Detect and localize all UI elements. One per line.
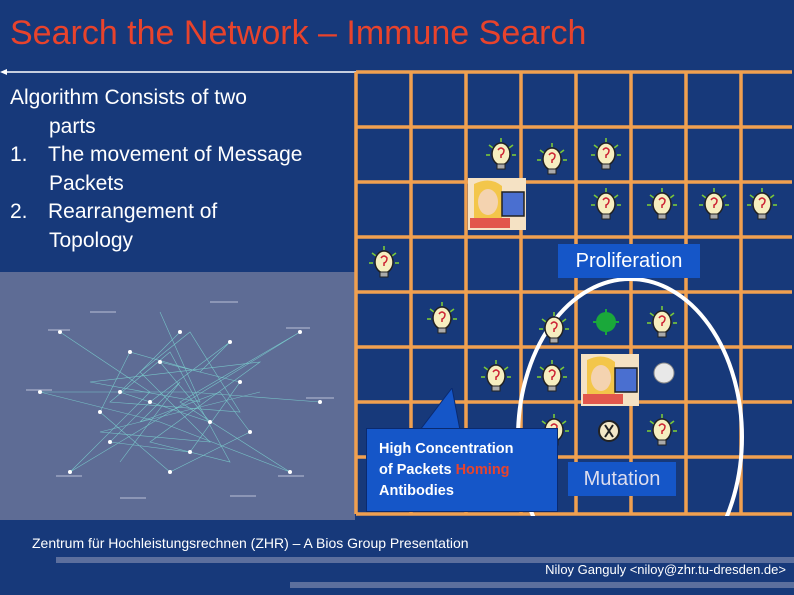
antibody-white-icon	[653, 362, 675, 384]
network-graph-image	[0, 272, 355, 520]
lightbulb-icon	[591, 188, 621, 220]
lightbulb-icon	[647, 414, 677, 446]
bullet-number: 1.	[10, 143, 28, 166]
intro-line: Algorithm Consists of two	[10, 86, 247, 109]
lightbulb-icon	[537, 360, 567, 392]
callout-line: Antibodies	[379, 483, 454, 499]
bullet-text: Rearrangement of	[48, 200, 218, 223]
lightbulb-icon	[537, 143, 567, 175]
person-at-computer-icon	[581, 354, 639, 406]
antibody-dark-icon	[598, 420, 620, 442]
footer-org: Zentrum für Hochleistungsrechnen (ZHR) –…	[32, 535, 469, 551]
footer-author: Niloy Ganguly <niloy@zhr.tu-dresden.de>	[545, 562, 786, 577]
antibody-green-icon	[593, 309, 619, 335]
lightbulb-icon	[591, 138, 621, 170]
bullet-text-cont: Topology	[49, 228, 134, 252]
bullet-text-cont: Packets	[49, 171, 124, 195]
lightbulb-icon	[369, 246, 399, 278]
bullet-item-1: 1. The movement of Message	[10, 141, 355, 170]
callout-highlight: Homing	[455, 462, 510, 478]
bullet-item-2: 2. Rearrangement of	[10, 198, 355, 227]
lightbulb-icon	[486, 138, 516, 170]
bullet-number: 2.	[10, 200, 28, 223]
lightbulb-icon	[539, 312, 569, 344]
footer-bar	[56, 557, 794, 563]
footer-bar	[290, 582, 794, 588]
lightbulb-icon	[647, 306, 677, 338]
callout-text: of Packets	[379, 462, 456, 478]
callout-line: High Concentration	[379, 441, 514, 457]
proliferation-label: Proliferation	[558, 244, 700, 278]
lightbulb-icon	[647, 188, 677, 220]
callout-line: of Packets Homing	[379, 460, 557, 481]
slide-title: Search the Network – Immune Search	[10, 14, 587, 52]
person-at-computer-icon	[468, 178, 526, 230]
mutation-label: Mutation	[568, 462, 676, 496]
intro-line-cont: parts	[49, 114, 96, 138]
lightbulb-icon	[699, 188, 729, 220]
bullet-text: The movement of Message	[48, 143, 303, 166]
lightbulb-icon	[747, 188, 777, 220]
bullet-list: Algorithm Consists of two parts 1. The mo…	[10, 84, 355, 255]
callout-box: High Concentration of Packets Homing Ant…	[366, 428, 558, 512]
lightbulb-icon	[481, 360, 511, 392]
lightbulb-icon	[427, 302, 457, 334]
